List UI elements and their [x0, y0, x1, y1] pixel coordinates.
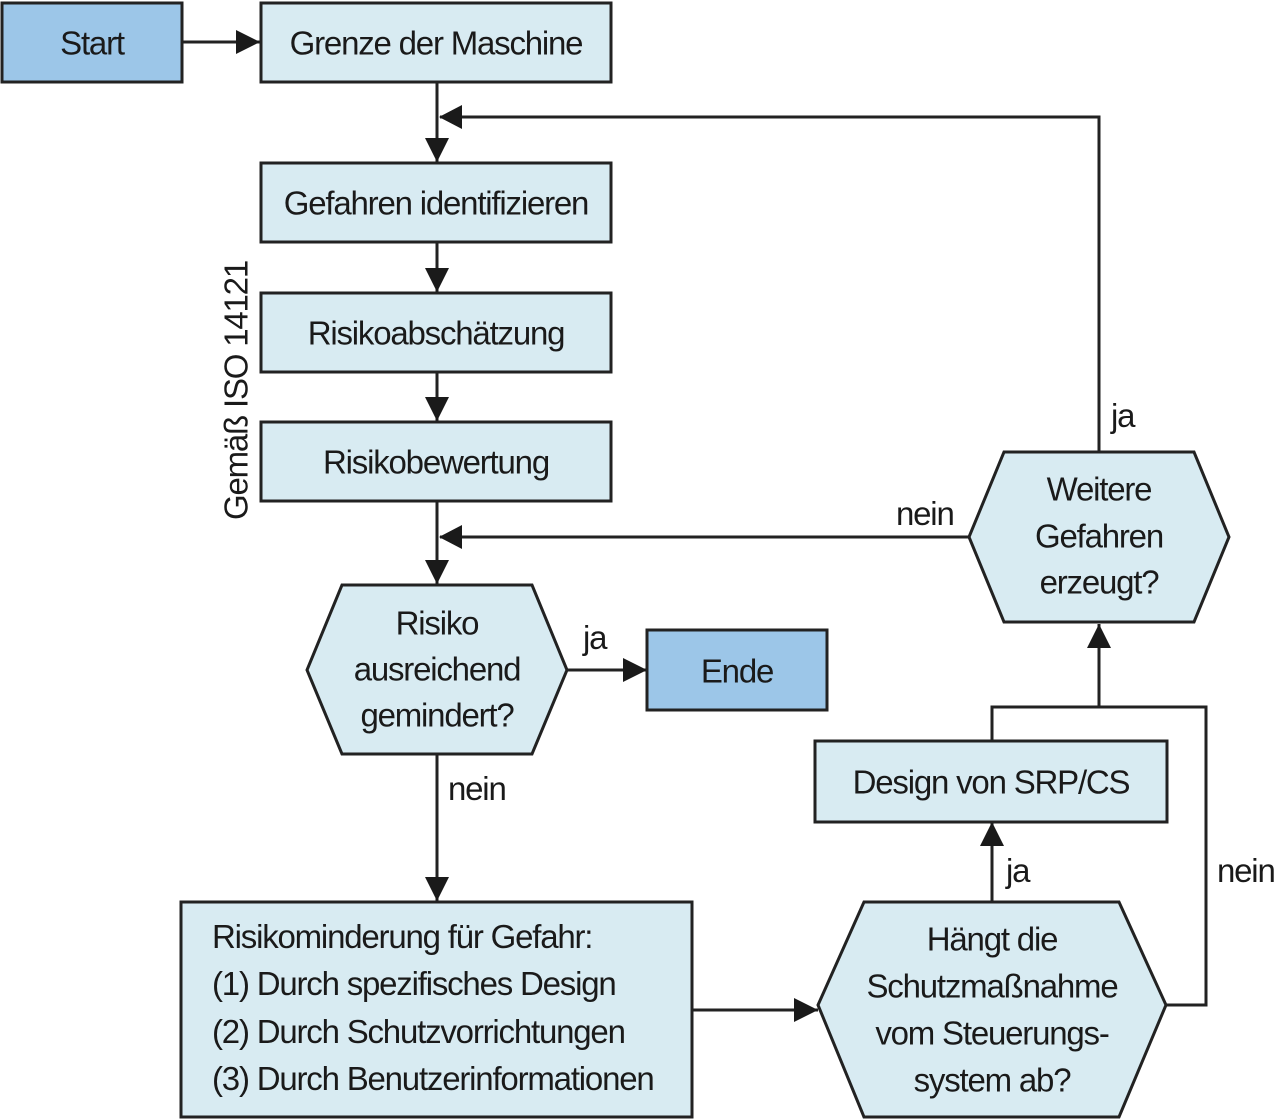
edge-label-minderung-nein: nein — [448, 770, 506, 807]
node-start[interactable]: Start — [0, 1, 184, 84]
node-minderung[interactable]: Risikominderung für Gefahr: (1) Durch sp… — [179, 900, 694, 1119]
haengt-line-1: Hängt die — [927, 921, 1057, 958]
srpcs-process[interactable] — [813, 739, 1169, 824]
minderung-line-1: Risikominderung für Gefahr: — [212, 918, 592, 955]
risiko-line-1: Risiko — [396, 605, 479, 642]
arrowhead-risiko-ende — [623, 658, 647, 682]
node-haengt[interactable]: Hängt die Schutzmaßnahme vom Steuerungs-… — [816, 900, 1168, 1119]
minderung-line-4: (3) Durch Benutzerinformationen — [212, 1060, 654, 1097]
node-ende[interactable]: Ende — [645, 628, 829, 712]
gefahren-label: Gefahren identifizieren — [284, 185, 588, 222]
arrowhead-gefahren-abschaetzung — [425, 268, 449, 292]
arrowhead-grenze-gefahren — [425, 138, 449, 162]
edge-label-haengt-nein: nein — [1217, 852, 1275, 889]
ende-label: Ende — [701, 653, 773, 690]
arrowhead-abschaetzung-bewertung — [425, 397, 449, 421]
abschaetzung-label: Risikoabschätzung — [308, 315, 565, 352]
arrowhead-risiko-minderung — [425, 877, 449, 901]
haengt-line-4: system ab? — [914, 1062, 1072, 1099]
iso-side-label: Gemäß ISO 14121 — [218, 261, 255, 520]
arrowhead-junction-weitere — [1087, 624, 1111, 648]
minderung-line-2: (1) Durch spezifisches Design — [212, 965, 616, 1002]
ende-terminal[interactable] — [645, 628, 829, 712]
arrowhead-start-grenze — [236, 30, 260, 54]
arrowhead-haengt-srpcs — [980, 822, 1004, 846]
minderung-line-3: (2) Durch Schutzvorrichtungen — [212, 1013, 625, 1050]
arrowhead-weitere-nein — [439, 525, 462, 549]
risiko-decision[interactable] — [305, 583, 569, 756]
node-abschaetzung[interactable]: Risikoabschätzung — [259, 291, 613, 374]
weitere-line-2: Gefahren — [1035, 518, 1163, 555]
node-grenze[interactable]: Grenze der Maschine — [259, 1, 613, 84]
node-bewertung[interactable]: Risikobewertung — [259, 420, 613, 503]
start-label: Start — [60, 25, 125, 62]
edge-label-weitere-ja: ja — [1110, 397, 1136, 434]
weitere-decision[interactable] — [967, 450, 1231, 624]
arrowhead-minderung-haengt — [794, 998, 818, 1022]
haengt-line-3: vom Steuerungs- — [875, 1015, 1108, 1052]
arrowhead-weitere-ja — [439, 105, 462, 129]
srpcs-label: Design von SRP/CS — [853, 764, 1130, 801]
start-terminal[interactable] — [0, 1, 184, 84]
edge-label-srpcs-ja: ja — [1005, 852, 1031, 889]
haengt-decision[interactable] — [816, 900, 1168, 1119]
gefahren-process[interactable] — [259, 161, 613, 244]
abschaetzung-process[interactable] — [259, 291, 613, 374]
edge-label-ende-ja: ja — [582, 619, 608, 656]
risiko-line-2: ausreichend — [354, 651, 521, 688]
weitere-line-3: erzeugt? — [1040, 564, 1160, 601]
bewertung-label: Risikobewertung — [323, 444, 549, 481]
haengt-line-2: Schutzmaßnahme — [867, 968, 1118, 1005]
grenze-label: Grenze der Maschine — [290, 25, 583, 62]
connectors — [182, 30, 1208, 1022]
grenze-process[interactable] — [259, 1, 613, 84]
weitere-line-1: Weitere — [1047, 471, 1152, 508]
edge-label-weitere-nein: nein — [896, 495, 954, 532]
node-risiko-gemindert[interactable]: Risiko ausreichend gemindert? — [305, 583, 569, 756]
node-srpcs[interactable]: Design von SRP/CS — [813, 739, 1169, 824]
arrowhead-bewertung-risiko — [425, 560, 449, 584]
node-gefahren[interactable]: Gefahren identifizieren — [259, 161, 613, 244]
node-weitere[interactable]: Weitere Gefahren erzeugt? — [967, 450, 1231, 624]
edge-srpcs-junction — [990, 705, 1208, 1007]
risiko-line-3: gemindert? — [360, 697, 514, 734]
edge-weitere-ja-loop — [440, 115, 1101, 452]
minderung-process[interactable] — [179, 900, 694, 1119]
bewertung-process[interactable] — [259, 420, 613, 503]
